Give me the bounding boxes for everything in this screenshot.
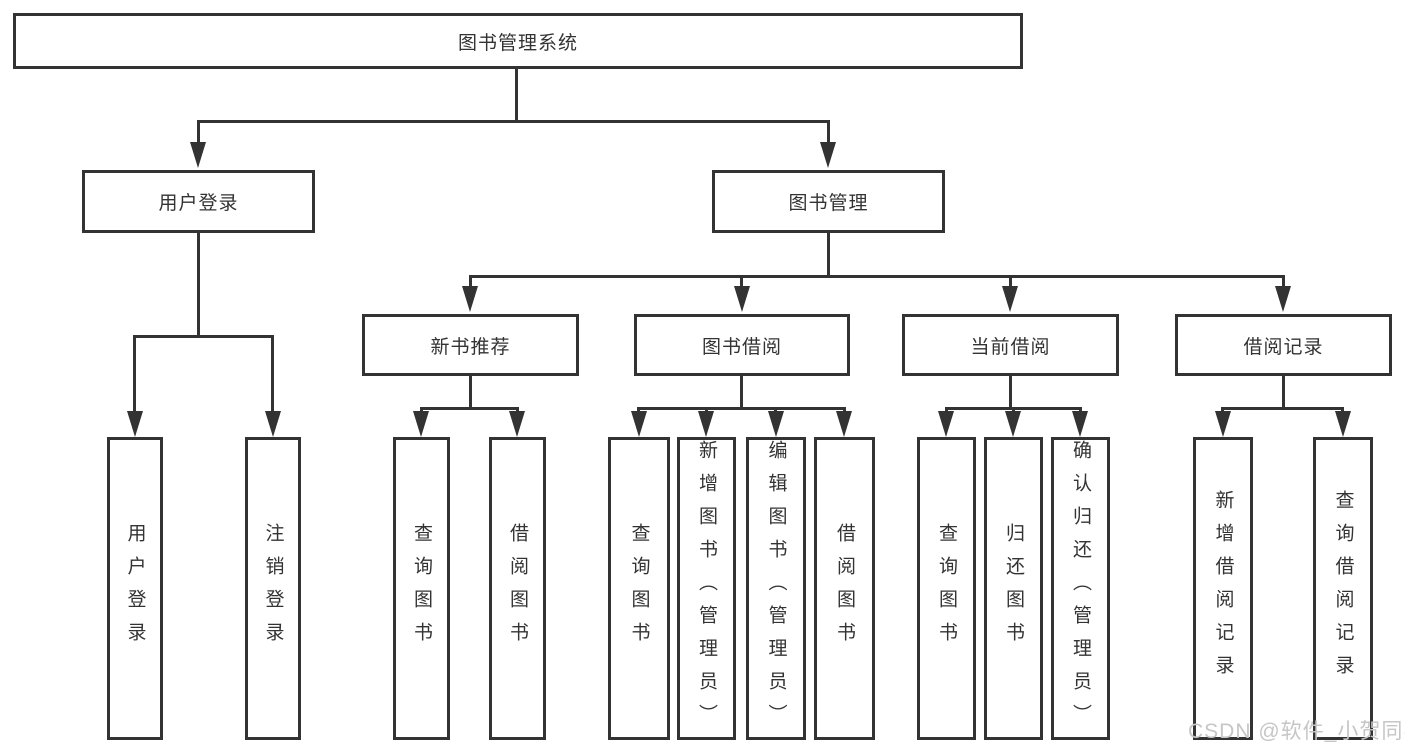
connector-line — [1009, 376, 1012, 407]
leaf-return-books: 归还图书 — [984, 437, 1043, 740]
arrow-down-icon — [1215, 411, 1231, 437]
connector-line — [420, 407, 519, 410]
leaf-label: 新增图书（管理员） — [696, 440, 717, 737]
connector-line — [420, 407, 423, 413]
arrow-down-icon — [698, 411, 714, 437]
node-label: 借阅记录 — [1243, 336, 1324, 358]
arrow-down-icon — [1275, 286, 1291, 312]
connector-line — [1221, 407, 1224, 413]
leaf-label: 查询图书 — [411, 522, 432, 655]
connector-line — [197, 120, 830, 123]
arrow-down-icon — [631, 411, 647, 437]
leaf-logout: 注销登录 — [245, 437, 301, 740]
connector-line — [1009, 275, 1012, 286]
node-user-login: 用户登录 — [82, 170, 315, 233]
node-label: 当前借阅 — [970, 336, 1051, 358]
csdn-watermark: CSDN @软件_小贺同学 — [1188, 720, 1405, 743]
node-label: 图书借阅 — [701, 336, 782, 358]
node-library-management-system: 图书管理系统 — [13, 13, 1023, 69]
connector-line — [774, 407, 777, 413]
leaf-confirm-return-admin: 确认归还（管理员） — [1051, 437, 1110, 740]
node-borrowing-records: 借阅记录 — [1175, 314, 1392, 376]
connector-line — [469, 275, 1285, 278]
leaf-label: 编辑图书（管理员） — [765, 440, 787, 737]
connector-line — [740, 275, 743, 286]
connector-line — [827, 233, 830, 275]
leaf-label: 新增借阅记录 — [1212, 489, 1234, 688]
connector-line — [469, 376, 472, 407]
connector-line — [827, 120, 830, 142]
arrow-down-icon — [462, 286, 478, 312]
connector-line — [843, 407, 846, 413]
arrow-down-icon — [190, 142, 206, 168]
leaf-label: 查询图书 — [936, 522, 957, 655]
leaf-label: 用户登录 — [124, 522, 146, 655]
connector-line — [197, 233, 200, 335]
connector-line — [197, 120, 200, 142]
node-label: 新书推荐 — [430, 336, 511, 358]
node-book-management: 图书管理 — [712, 170, 945, 233]
connector-line — [271, 335, 274, 411]
connector-line — [133, 335, 274, 338]
connector-line — [1282, 275, 1285, 286]
connector-line — [1341, 407, 1344, 413]
connector-line — [1282, 376, 1285, 407]
connector-line — [705, 407, 708, 413]
leaf-add-book-admin: 新增图书（管理员） — [677, 437, 736, 740]
node-label: 用户登录 — [158, 193, 239, 214]
connector-line — [1221, 407, 1344, 410]
leaf-label: 借阅图书 — [834, 522, 855, 655]
leaf-label: 查询借阅记录 — [1332, 489, 1354, 688]
arrow-down-icon — [1002, 286, 1018, 312]
leaf-label: 归还图书 — [1003, 522, 1024, 655]
node-label: 图书管理系统 — [457, 32, 578, 54]
connector-line — [516, 407, 519, 413]
connector-line — [945, 407, 948, 413]
connector-line — [515, 69, 518, 120]
node-current-borrowing: 当前借阅 — [902, 314, 1119, 376]
connector-line — [740, 376, 743, 407]
leaf-borrow-books-recommend: 借阅图书 — [489, 437, 546, 740]
arrow-down-icon — [413, 411, 429, 437]
node-label: 图书管理 — [788, 193, 869, 214]
arrow-down-icon — [1072, 411, 1088, 437]
arrow-down-icon — [768, 411, 784, 437]
leaf-query-books-borrowing: 查询图书 — [608, 437, 670, 740]
leaf-label: 注销登录 — [262, 522, 284, 655]
arrow-down-icon — [820, 142, 836, 168]
connector-line — [637, 407, 640, 413]
leaf-query-books-recommend: 查询图书 — [393, 437, 450, 740]
arrow-down-icon — [836, 411, 852, 437]
arrow-down-icon — [509, 411, 525, 437]
node-new-book-recommendation: 新书推荐 — [362, 314, 579, 376]
connector-line — [1079, 407, 1082, 413]
arrow-down-icon — [1005, 411, 1021, 437]
connector-line — [133, 335, 136, 411]
leaf-query-borrow-record: 查询借阅记录 — [1313, 437, 1373, 740]
leaf-borrow-books-borrowing: 借阅图书 — [814, 437, 875, 740]
arrow-down-icon — [265, 411, 281, 437]
connector-line — [469, 275, 472, 286]
arrow-down-icon — [938, 411, 954, 437]
leaf-label: 查询图书 — [628, 522, 650, 655]
connector-line — [1012, 407, 1015, 413]
arrow-down-icon — [127, 411, 143, 437]
leaf-label: 借阅图书 — [507, 522, 528, 655]
node-book-borrowing: 图书借阅 — [634, 314, 850, 376]
leaf-user-login: 用户登录 — [107, 437, 163, 740]
arrow-down-icon — [1335, 411, 1351, 437]
leaf-add-borrow-record: 新增借阅记录 — [1193, 437, 1253, 740]
arrow-down-icon — [734, 286, 750, 312]
leaf-edit-book-admin: 编辑图书（管理员） — [746, 437, 806, 740]
leaf-query-books-current: 查询图书 — [917, 437, 976, 740]
connector-line — [637, 407, 846, 410]
leaf-label: 确认归还（管理员） — [1070, 440, 1091, 737]
